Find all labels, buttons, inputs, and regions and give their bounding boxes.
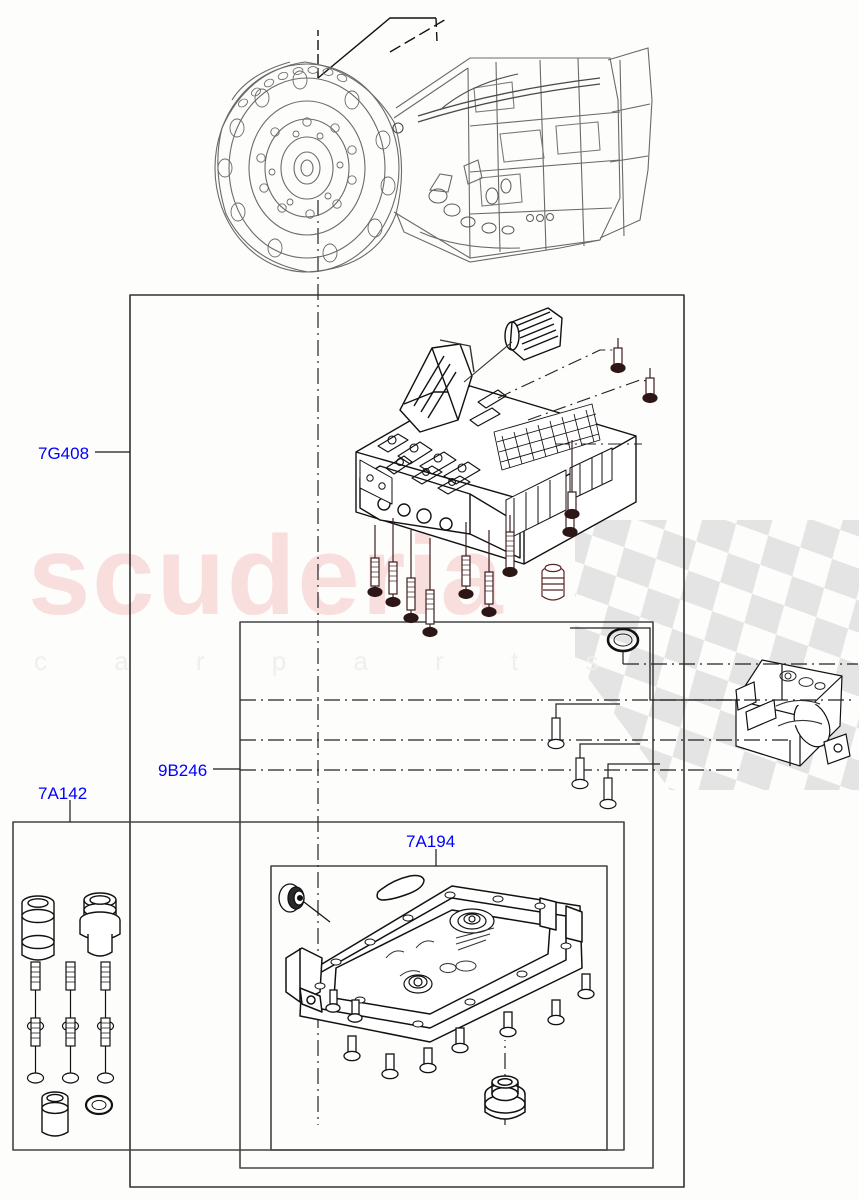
kit-bolts <box>26 961 115 1084</box>
transmission-oil-pan <box>285 885 583 1043</box>
callout-leaders <box>69 451 437 866</box>
wiring-connector-sleeve <box>463 307 563 383</box>
parking-lock-selector-actuator <box>735 659 851 767</box>
callout-7A142[interactable]: 7A142 <box>38 784 88 803</box>
selector-leader-lines <box>240 627 858 771</box>
o-ring-seal <box>606 627 640 653</box>
callout-9B246[interactable]: 9B246 <box>158 761 208 780</box>
sealing-bushing-1 <box>21 895 55 961</box>
kit-o-ring <box>84 1094 114 1116</box>
oil-pan-bolts <box>325 973 595 1080</box>
group-box-7G408 <box>129 294 685 1188</box>
transmission-assembly-illustration <box>214 17 653 273</box>
pan-seal-plug <box>278 883 331 923</box>
seal-and-bolt-kit <box>21 892 121 1137</box>
callout-7G408[interactable]: 7G408 <box>38 444 90 463</box>
valve-body-bolts <box>367 338 658 638</box>
sealing-bushing-2 <box>79 892 121 957</box>
sealing-bushing-3 <box>41 1091 69 1137</box>
group-box-9B246 <box>239 621 654 1169</box>
oil-drain-plug <box>484 1075 526 1120</box>
group-box-7A194 <box>270 865 608 1151</box>
callout-7A194[interactable]: 7A194 <box>406 832 456 851</box>
oil-pan-gasket-strip <box>376 874 425 901</box>
ribbed-sealing-plug <box>541 563 565 601</box>
valve-body-mechatronic-unit <box>355 307 655 565</box>
selector-module-bolts <box>547 703 660 810</box>
